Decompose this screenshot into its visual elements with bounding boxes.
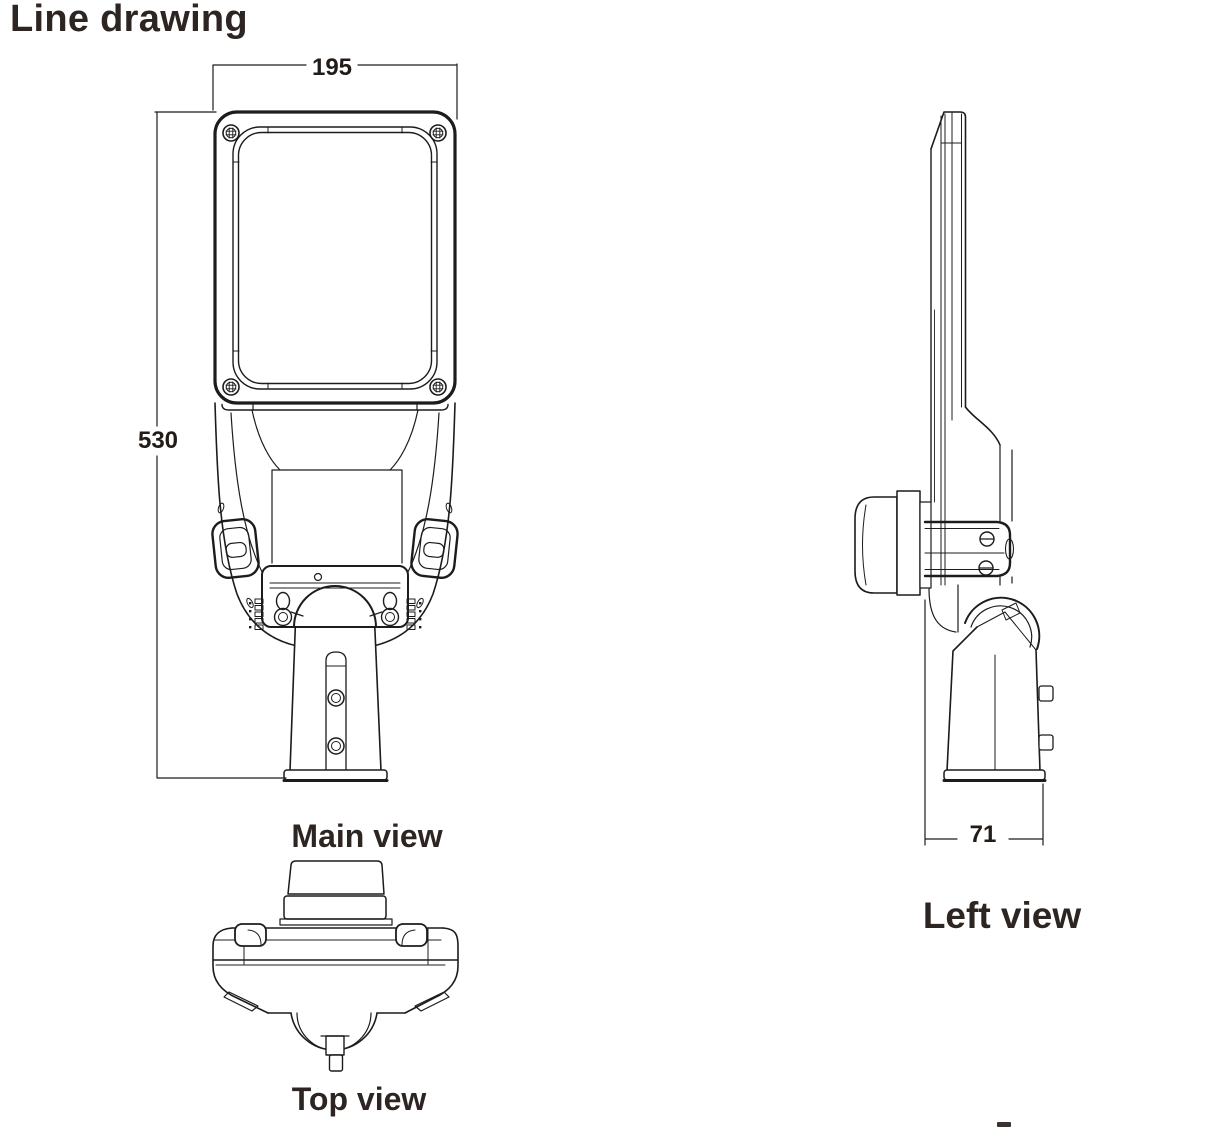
bracket-hole: [313, 572, 323, 582]
dimension-width-value: 195: [311, 54, 353, 81]
mounting-bracket: [249, 565, 422, 630]
inner-housing: [271, 469, 403, 564]
photocell-knob-top: [279, 860, 393, 926]
dimension-depth-value: 71: [969, 821, 997, 848]
arm-flange-left-view: [942, 769, 1047, 782]
corner-screw: [222, 378, 240, 396]
back-plate: [928, 111, 1013, 633]
arm-tab: [1038, 685, 1054, 702]
arm-bolt-hole: [327, 689, 345, 707]
dimension-width-lines: [212, 63, 458, 120]
gasket-ticks: [233, 127, 437, 389]
cropped-artifact: [997, 1122, 1011, 1127]
page-title: Line drawing: [10, 0, 248, 40]
wing-left: [223, 991, 259, 1012]
dome-clip: [320, 1035, 350, 1072]
head-bottom-edge: [221, 403, 449, 411]
left-view-caption: Left view: [922, 895, 1082, 936]
clamp-bracket: [923, 520, 1015, 578]
side-latch-right: [410, 517, 459, 580]
side-latch-left: [211, 517, 260, 580]
corner-tab-right-inner: [401, 929, 416, 946]
knob-base-block: [283, 895, 387, 920]
clamp-outline: [923, 520, 1012, 578]
arm-bolt-hole: [327, 737, 345, 755]
plate-verticals: [940, 112, 953, 586]
back-slope: [964, 406, 1001, 446]
bracket-plate: [261, 565, 409, 628]
corner-screw: [222, 124, 240, 142]
knob-neck: [919, 501, 932, 589]
arm-edges: [946, 626, 1041, 772]
clamp-knuckle: [1004, 538, 1015, 560]
lens-gasket-outer: [232, 126, 438, 390]
dimension-height-lines: [154, 111, 287, 779]
dimension-depth-lines: [924, 599, 1044, 846]
plate-bottom-block: [928, 584, 959, 633]
knob-flange: [896, 490, 921, 596]
luminaire-head: [213, 110, 457, 411]
head-outline: [213, 110, 457, 405]
knob-cap-arc: [862, 504, 867, 586]
photocell-knob: [854, 490, 932, 596]
main-view-caption: Main view: [291, 818, 443, 854]
plate-outline: [930, 111, 967, 408]
knob-base-layer: [279, 918, 393, 926]
dimension-height-value: 530: [137, 427, 179, 454]
arm-channel: [325, 651, 347, 773]
corner-screw: [429, 124, 447, 142]
shoulder-curves: [230, 409, 440, 575]
hinge-arc-inner: [970, 605, 1033, 648]
hinge: [964, 596, 1041, 650]
shell-detail-oval: [416, 597, 424, 609]
corner-screw: [429, 378, 447, 396]
body-outline-right: [372, 402, 456, 647]
arm-flange: [282, 769, 389, 782]
housing-top: [212, 923, 459, 1014]
lens-gasket-inner: [237, 131, 433, 385]
serration-right: [406, 598, 416, 630]
clamp-inner-bars: [924, 528, 1005, 570]
hinge-arc-outer: [964, 596, 1041, 650]
bolt-assembly-left: [273, 591, 304, 627]
wing-right: [414, 991, 450, 1012]
knob-cap: [854, 496, 898, 594]
driver-box-edges: [999, 444, 1013, 586]
corner-tab-right: [395, 923, 428, 947]
shell-detail-oval: [217, 502, 225, 514]
body-shell: [211, 402, 459, 647]
serration-left: [254, 598, 264, 630]
body-outline-left: [214, 402, 298, 647]
top-view-caption: Top view: [291, 1081, 427, 1117]
arm-tab: [1038, 734, 1054, 751]
shell-detail-oval: [246, 597, 254, 609]
hinge-wedge: [1001, 602, 1021, 621]
bracket-arch: [293, 585, 377, 628]
left-view-drawing: [854, 111, 1054, 846]
bracket-bars: [269, 582, 401, 589]
shell-detail-oval: [445, 502, 453, 514]
head-neck-ticks: [252, 402, 418, 411]
corner-tab-left-inner: [247, 929, 262, 946]
arm-sides: [289, 607, 382, 772]
side-arm: [946, 611, 1054, 772]
top-view-drawing: [212, 860, 459, 1072]
corner-tab-left: [234, 923, 267, 947]
bolt-assembly-right: [369, 591, 400, 627]
main-view-drawing: [154, 63, 459, 782]
